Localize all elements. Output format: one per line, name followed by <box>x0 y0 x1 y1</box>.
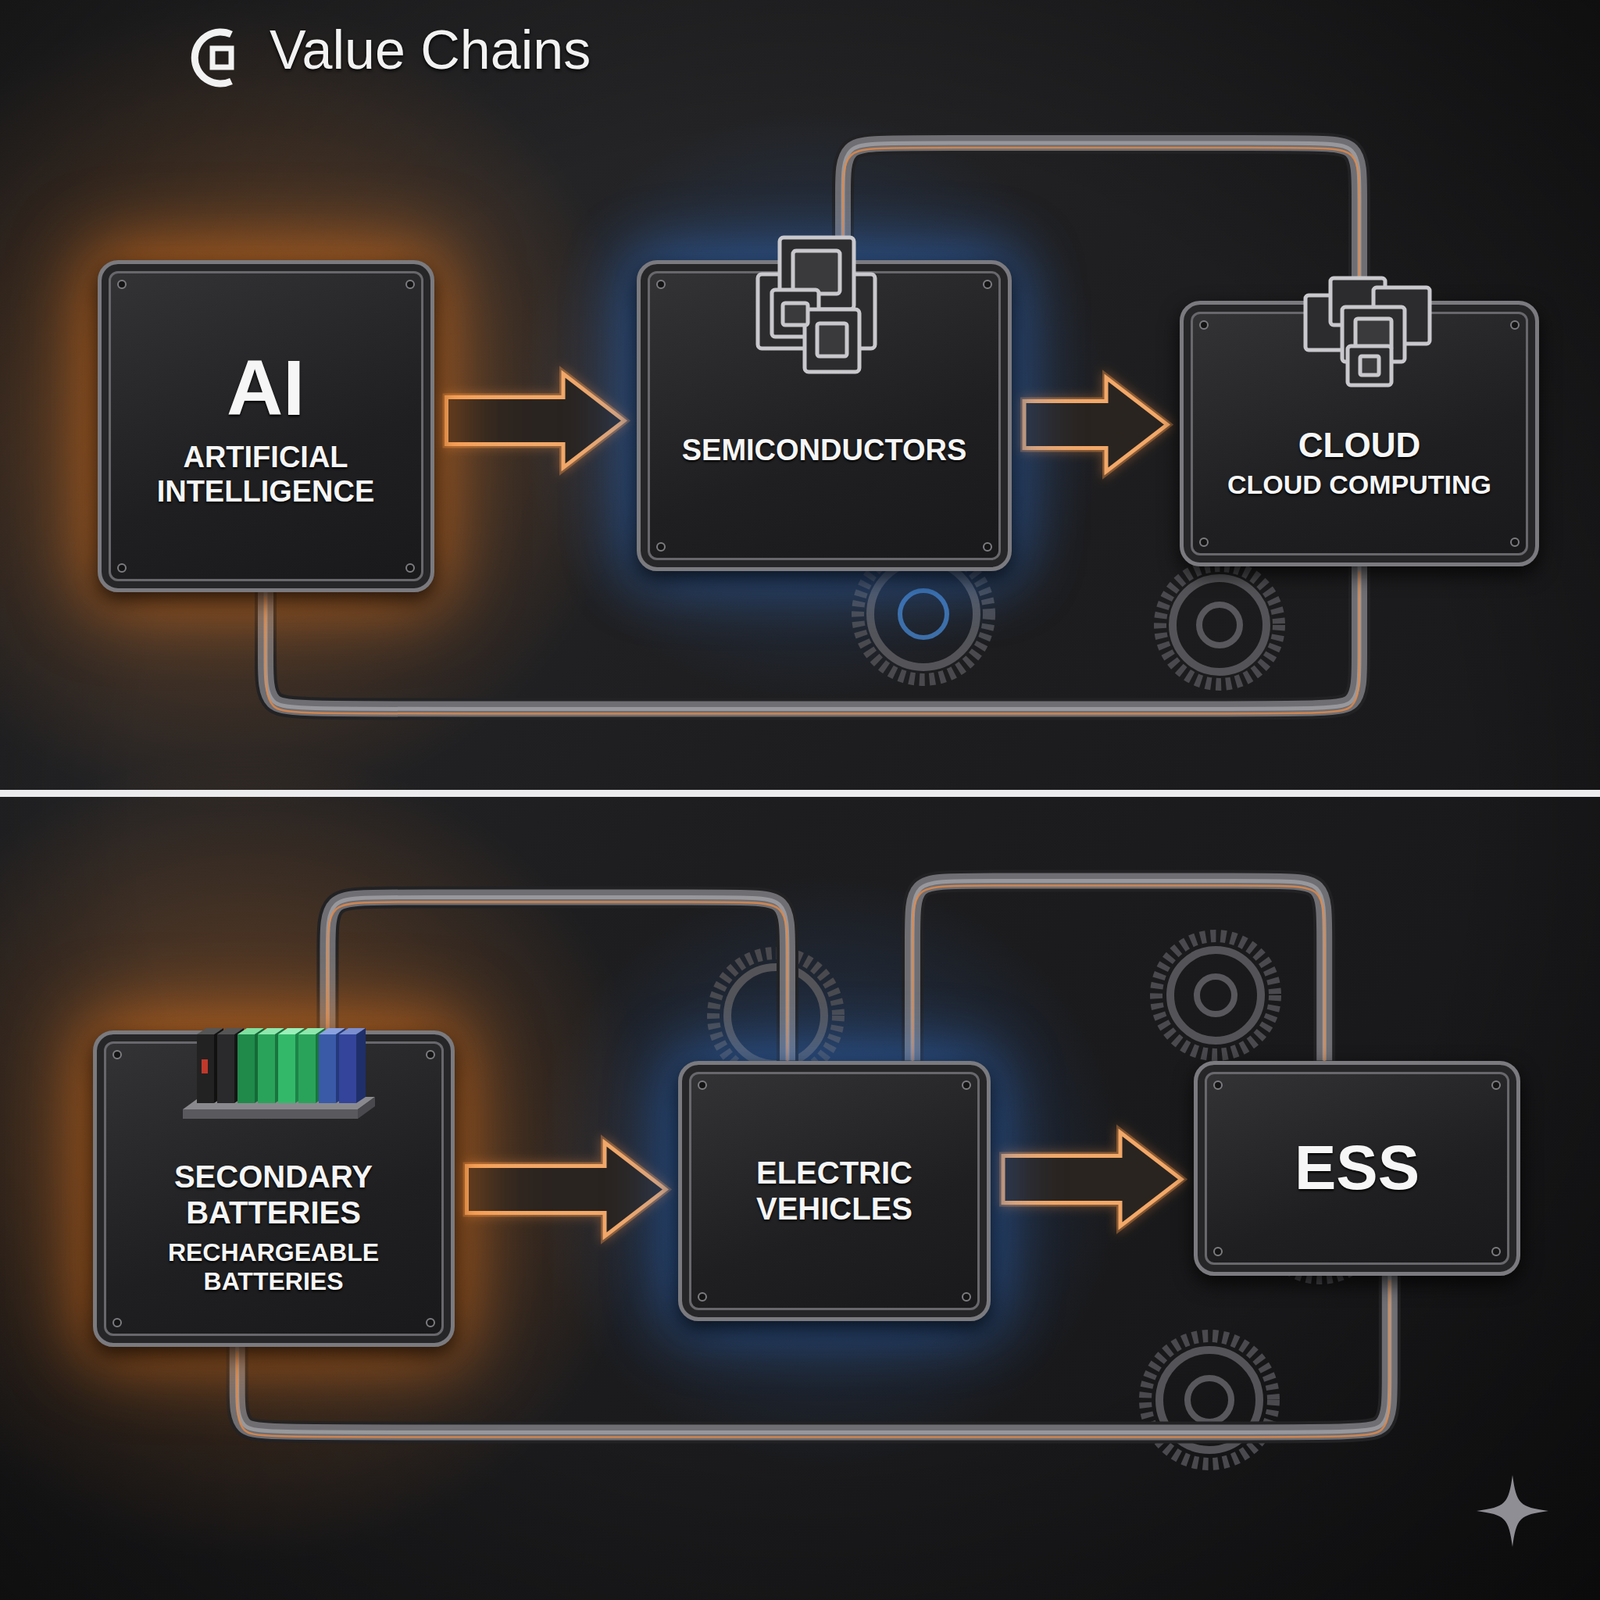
box-subtitle: RECHARGEABLE BATTERIES <box>134 1238 414 1297</box>
pipe-highlight <box>265 566 1360 710</box>
screw <box>1213 1246 1223 1257</box>
flow-arrow <box>446 374 625 468</box>
screw <box>656 279 666 290</box>
title: Value Chains <box>269 18 591 83</box>
box-heading: SECONDARY BATTERIES <box>134 1158 414 1231</box>
screw <box>1213 1080 1223 1090</box>
screw <box>1199 320 1209 330</box>
screw <box>117 279 127 290</box>
screw <box>1491 1246 1501 1257</box>
process-box: AI ARTIFICIAL INTELLIGENCE <box>97 260 435 593</box>
screw <box>117 563 127 573</box>
gear <box>1160 565 1279 685</box>
arrow-glow <box>446 374 625 468</box>
pipe-glow-line <box>912 885 1325 1066</box>
pipe-glow-line <box>265 571 1360 715</box>
screw <box>1491 1080 1501 1090</box>
screw <box>1199 537 1209 547</box>
block-arrow <box>1003 1132 1182 1227</box>
screw <box>697 1292 708 1302</box>
battery-icon <box>165 1010 377 1136</box>
screw <box>1510 320 1520 330</box>
pipe-highlight <box>912 881 1325 1061</box>
pipe <box>265 566 1360 710</box>
screw <box>425 1317 436 1328</box>
arrow-glow <box>1003 1132 1182 1227</box>
box-subtitle: ARTIFICIAL INTELLIGENCE <box>139 440 393 509</box>
screw <box>656 542 666 552</box>
gear <box>1145 1335 1274 1465</box>
pipe-shadow <box>912 881 1325 1061</box>
box-subtitle: CLOUD COMPUTING <box>1227 469 1492 500</box>
screw <box>961 1292 972 1302</box>
process-box: SEMICONDUCTORS <box>636 260 1012 572</box>
box-heading: SEMICONDUCTORS <box>682 433 968 468</box>
screw <box>112 1050 122 1060</box>
title-logo <box>194 32 232 84</box>
box-heading: AI <box>226 342 305 433</box>
screw <box>961 1080 972 1090</box>
divider <box>0 789 1600 797</box>
pipe-shadow <box>265 566 1360 710</box>
box-heading: CLOUD <box>1298 425 1421 466</box>
screw <box>405 279 415 290</box>
gear <box>1156 935 1275 1055</box>
box-heading: ESS <box>1294 1132 1420 1204</box>
box-heading: ELECTRIC VEHICLES <box>719 1154 950 1227</box>
flow-arrow <box>1024 378 1168 472</box>
pipe-connector <box>265 566 1360 715</box>
process-box: ELECTRIC VEHICLES <box>678 1060 991 1322</box>
block-arrow <box>446 374 625 468</box>
screw <box>425 1050 436 1060</box>
process-box: CLOUDCLOUD COMPUTING <box>1179 300 1540 567</box>
process-box: ESS <box>1193 1060 1521 1276</box>
screw <box>112 1317 122 1328</box>
chip-icon <box>750 231 883 376</box>
block-arrow <box>467 1142 667 1237</box>
pipe-connector <box>912 881 1325 1066</box>
arrow-glow <box>1024 378 1168 472</box>
process-box: SECONDARY BATTERIES RECHARGEABLE BATTERIE… <box>92 1030 455 1347</box>
sparkle-watermark <box>1476 1475 1549 1547</box>
arrow-glow <box>467 1142 667 1237</box>
chip-icon <box>1299 271 1436 390</box>
pipe <box>912 881 1325 1061</box>
screw <box>697 1080 708 1090</box>
block-arrow <box>1024 378 1168 472</box>
screw <box>1510 537 1520 547</box>
flow-arrow <box>467 1142 667 1237</box>
flow-arrow <box>1003 1132 1182 1227</box>
screw <box>982 279 993 290</box>
screw <box>982 542 993 552</box>
gear <box>713 953 839 1079</box>
screw <box>405 563 415 573</box>
